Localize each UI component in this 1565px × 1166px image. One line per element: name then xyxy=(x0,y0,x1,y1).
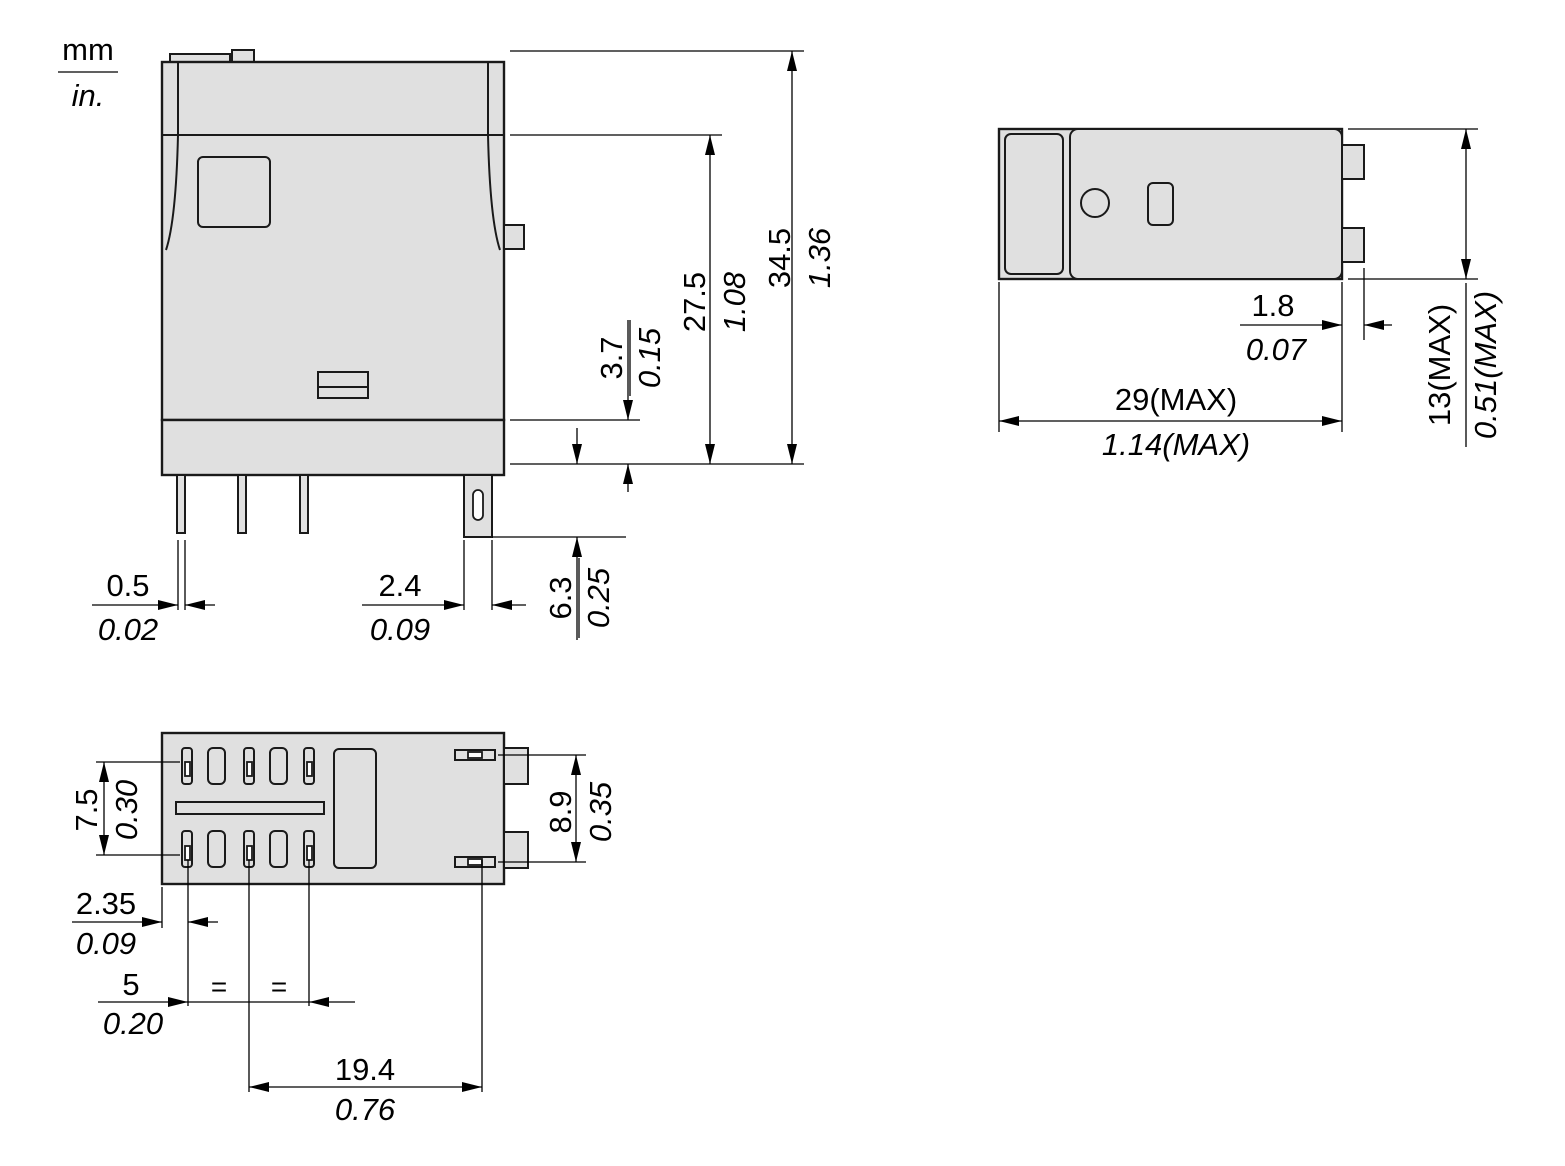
dim-2-35-in: 0.09 xyxy=(76,926,136,961)
dim-0-5-mm: 0.5 xyxy=(106,568,149,603)
bottom-view-dimensions: 7.5 0.30 8.9 0.35 2.35 0.09 5 0.20 = = 1… xyxy=(69,754,618,1127)
relay-bottom-view xyxy=(160,731,529,886)
dim-3-7-in: 0.15 xyxy=(632,327,667,388)
dim-27-5-mm: 27.5 xyxy=(677,272,712,332)
equal-mark-1: = xyxy=(211,971,227,1002)
dim-34-5-in: 1.36 xyxy=(802,227,837,288)
dim-3-7-mm: 3.7 xyxy=(594,336,629,379)
dim-6-3-mm: 6.3 xyxy=(543,576,578,619)
dim-7-5-in: 0.30 xyxy=(109,780,144,840)
dim-6-3-in: 0.25 xyxy=(581,567,616,628)
dim-27-5-in: 1.08 xyxy=(717,271,752,332)
dim-2-4-mm: 2.4 xyxy=(378,568,421,603)
unit-mm-label: mm xyxy=(62,32,114,67)
side-view-dimensions: 13(MAX) 0.51(MAX) 1.8 0.07 29(MAX) 1.14(… xyxy=(998,128,1503,462)
dim-7-5-mm: 7.5 xyxy=(69,788,104,831)
dim-19-4-mm: 19.4 xyxy=(335,1052,395,1087)
dim-8-9-in: 0.35 xyxy=(583,781,618,842)
dim-0-5-in: 0.02 xyxy=(98,612,158,647)
dim-34-5-mm: 34.5 xyxy=(762,228,797,288)
relay-front-view xyxy=(160,49,525,538)
dim-1-8-mm: 1.8 xyxy=(1251,288,1294,323)
unit-in-label: in. xyxy=(72,78,105,113)
dim-19-4-in: 0.76 xyxy=(335,1092,396,1127)
dim-8-9-mm: 8.9 xyxy=(543,790,578,833)
dim-29-max-mm: 29(MAX) xyxy=(1115,382,1237,417)
dim-2-35-mm: 2.35 xyxy=(76,886,136,921)
dim-29-max-in: 1.14(MAX) xyxy=(1102,427,1250,462)
dim-13-max-mm: 13(MAX) xyxy=(1422,304,1457,426)
dim-5-in: 0.20 xyxy=(103,1006,163,1041)
dim-2-4-in: 0.09 xyxy=(370,612,430,647)
relay-side-view xyxy=(997,127,1365,281)
dim-5-mm: 5 xyxy=(122,967,139,1002)
unit-legend: mm in. xyxy=(58,32,118,113)
dim-1-8-in: 0.07 xyxy=(1246,332,1308,367)
equal-mark-2: = xyxy=(271,971,287,1002)
front-view-dimensions: 34.5 1.36 27.5 1.08 3.7 0.15 6.3 0.25 0.… xyxy=(92,50,837,647)
dim-13-max-in: 0.51(MAX) xyxy=(1468,291,1503,439)
